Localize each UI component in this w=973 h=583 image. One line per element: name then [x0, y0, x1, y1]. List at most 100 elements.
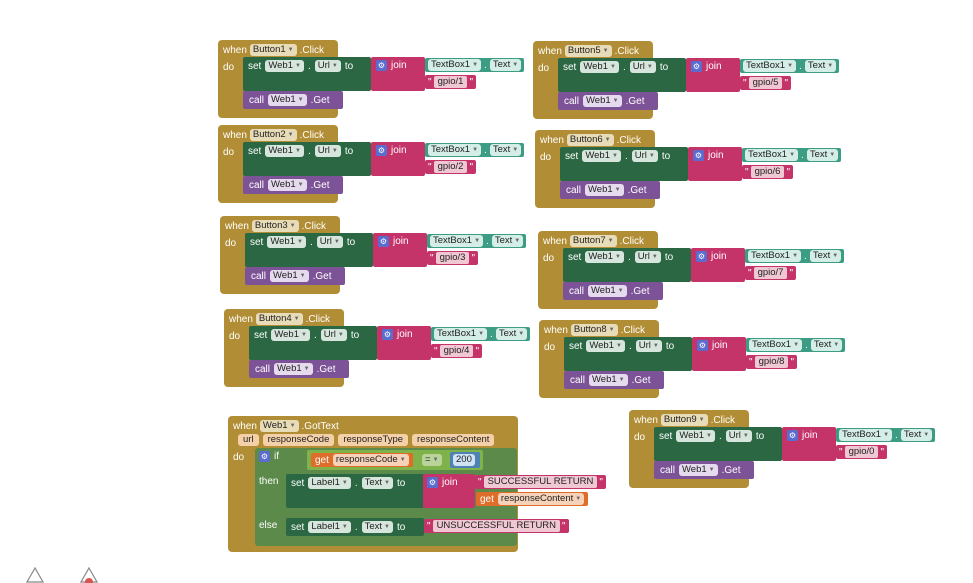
- call-web-get-block[interactable]: call Web1▼ .Get: [564, 371, 664, 389]
- text-prop-dropdown[interactable]: Text▼: [495, 328, 528, 340]
- url-prop-dropdown[interactable]: Url▼: [635, 340, 662, 352]
- web-dropdown[interactable]: Web1▼: [265, 60, 304, 72]
- label-dropdown[interactable]: Label1▼: [308, 521, 351, 533]
- textbox-text-block[interactable]: TextBox1▼ . Text▼: [431, 327, 531, 341]
- web-dropdown[interactable]: Web1▼: [676, 430, 715, 442]
- param-response-code[interactable]: responseCode: [262, 434, 335, 446]
- gpio-path-text-block[interactable]: " gpio/2 ": [425, 160, 477, 174]
- set-web-url-block[interactable]: set Web1▼ . Url▼ to: [243, 142, 371, 176]
- gpio-path-text-block[interactable]: " gpio/1 ": [425, 75, 477, 89]
- call-web-get-block[interactable]: call Web1▼ .Get: [243, 176, 343, 194]
- web-dropdown[interactable]: Web1▼: [585, 251, 624, 263]
- gpio-path-value[interactable]: gpio/3: [435, 252, 470, 264]
- gpio-path-text-block[interactable]: " gpio/5 ": [740, 76, 792, 90]
- text-prop-dropdown[interactable]: Text▼: [489, 144, 522, 156]
- button-dropdown[interactable]: Button7▼: [569, 235, 617, 247]
- textbox-text-block[interactable]: TextBox1▼ . Text▼: [746, 338, 846, 352]
- web-dropdown[interactable]: Web1▼: [268, 94, 307, 106]
- button-click-event-block[interactable]: when Button6▼ .Click do set Web1▼ . Url▼…: [535, 130, 842, 208]
- url-prop-dropdown[interactable]: Url▼: [631, 150, 658, 162]
- set-web-url-block[interactable]: set Web1▼ . Url▼ to: [654, 427, 782, 461]
- gpio-path-text-block[interactable]: " gpio/8 ": [746, 355, 798, 369]
- call-web-get-block[interactable]: call Web1▼ .Get: [654, 461, 754, 479]
- text-prop-dropdown[interactable]: Text▼: [809, 250, 842, 262]
- gpio-path-value[interactable]: gpio/7: [753, 267, 788, 279]
- set-web-url-block[interactable]: set Web1▼ . Url▼ to: [564, 337, 692, 371]
- text-prop-dropdown[interactable]: Text▼: [806, 149, 839, 161]
- join-block[interactable]: ⚙ join: [782, 427, 836, 461]
- textbox-dropdown[interactable]: TextBox1▼: [745, 149, 799, 161]
- url-prop-dropdown[interactable]: Url▼: [320, 329, 347, 341]
- join-block[interactable]: ⚙ join: [688, 147, 742, 181]
- gpio-path-text-block[interactable]: " gpio/4 ": [431, 344, 483, 358]
- fail-text-value[interactable]: UNSUCCESSFUL RETURN: [432, 520, 561, 532]
- text-prop-dropdown[interactable]: Text▼: [361, 521, 393, 533]
- gpio-path-value[interactable]: gpio/5: [748, 77, 783, 89]
- mutator-gear-icon[interactable]: ⚙: [376, 60, 387, 71]
- url-prop-dropdown[interactable]: Url▼: [634, 251, 661, 263]
- number-value[interactable]: 200: [453, 454, 475, 466]
- textbox-dropdown[interactable]: TextBox1▼: [743, 60, 797, 72]
- button-click-event-block[interactable]: when Button4▼ .Click do set Web1▼ . Url▼…: [224, 309, 531, 387]
- textbox-text-block[interactable]: TextBox1▼ . Text▼: [427, 234, 527, 248]
- number-block[interactable]: 200: [450, 452, 480, 468]
- button-click-event-block[interactable]: when Button5▼ .Click do set Web1▼ . Url▼…: [533, 41, 840, 119]
- textbox-text-block[interactable]: TextBox1▼ . Text▼: [836, 428, 936, 442]
- gpio-path-value[interactable]: gpio/8: [754, 356, 789, 368]
- web-dropdown[interactable]: Web1▼: [586, 340, 625, 352]
- set-label-success-block[interactable]: set Label1▼ . Text▼ to: [286, 474, 424, 508]
- url-prop-dropdown[interactable]: Url▼: [314, 145, 341, 157]
- set-web-url-block[interactable]: set Web1▼ . Url▼ to: [558, 58, 686, 92]
- call-web-get-block[interactable]: call Web1▼ .Get: [560, 181, 660, 199]
- text-prop-dropdown[interactable]: Text▼: [804, 60, 837, 72]
- mutator-gear-icon[interactable]: ⚙: [787, 430, 798, 441]
- param-response-content[interactable]: responseContent: [412, 434, 495, 446]
- web-dropdown[interactable]: Web1▼: [585, 184, 624, 196]
- set-web-url-block[interactable]: set Web1▼ . Url▼ to: [245, 233, 373, 267]
- set-web-url-block[interactable]: set Web1▼ . Url▼ to: [560, 147, 688, 181]
- web-dropdown[interactable]: Web1▼: [265, 145, 304, 157]
- mutator-gear-icon[interactable]: ⚙: [691, 61, 702, 72]
- textbox-text-block[interactable]: TextBox1▼ . Text▼: [745, 249, 845, 263]
- button-click-event-block[interactable]: when Button2▼ .Click do set Web1▼ . Url▼…: [218, 125, 525, 203]
- button-click-event-block[interactable]: when Button9▼ .Click do set Web1▼ . Url▼…: [629, 410, 936, 488]
- url-prop-dropdown[interactable]: Url▼: [629, 61, 656, 73]
- call-web-get-block[interactable]: call Web1▼ .Get: [245, 267, 345, 285]
- textbox-dropdown[interactable]: TextBox1▼: [748, 250, 802, 262]
- join-block[interactable]: ⚙ join: [423, 474, 475, 508]
- join-block[interactable]: ⚙ join: [692, 337, 746, 371]
- label-dropdown[interactable]: Label1▼: [308, 477, 351, 489]
- text-prop-dropdown[interactable]: Text▼: [489, 59, 522, 71]
- mutator-gear-icon[interactable]: ⚙: [259, 451, 270, 462]
- gpio-path-value[interactable]: gpio/0: [844, 446, 879, 458]
- set-web-url-block[interactable]: set Web1▼ . Url▼ to: [249, 326, 377, 360]
- call-web-get-block[interactable]: call Web1▼ .Get: [249, 360, 349, 378]
- fail-text-block[interactable]: " UNSUCCESSFUL RETURN ": [424, 519, 569, 533]
- gpio-path-text-block[interactable]: " gpio/3 ": [427, 251, 479, 265]
- gpio-path-value[interactable]: gpio/4: [439, 345, 474, 357]
- response-content-dropdown[interactable]: responseContent▼: [497, 493, 585, 505]
- join-block[interactable]: ⚙ join: [371, 57, 425, 91]
- web-dropdown[interactable]: Web1▼: [274, 363, 313, 375]
- url-prop-dropdown[interactable]: Url▼: [725, 430, 752, 442]
- mutator-gear-icon[interactable]: ⚙: [382, 329, 393, 340]
- button-dropdown[interactable]: Button3▼: [251, 220, 299, 232]
- web-dropdown[interactable]: Web1▼: [583, 95, 622, 107]
- mutator-gear-icon[interactable]: ⚙: [378, 236, 389, 247]
- set-web-url-block[interactable]: set Web1▼ . Url▼ to: [563, 248, 691, 282]
- join-block[interactable]: ⚙ join: [691, 248, 745, 282]
- param-url[interactable]: url: [238, 434, 259, 446]
- button-dropdown[interactable]: Button9▼: [660, 414, 708, 426]
- text-prop-dropdown[interactable]: Text▼: [810, 339, 843, 351]
- get-response-code-block[interactable]: get responseCode▼: [311, 453, 413, 467]
- web-dropdown[interactable]: Web1▼: [268, 179, 307, 191]
- web-dropdown[interactable]: Web1▼: [589, 374, 628, 386]
- textbox-text-block[interactable]: TextBox1▼ . Text▼: [740, 59, 840, 73]
- gpio-path-value[interactable]: gpio/6: [750, 166, 785, 178]
- mutator-gear-icon[interactable]: ⚙: [696, 251, 707, 262]
- text-prop-dropdown[interactable]: Text▼: [491, 235, 524, 247]
- call-web-get-block[interactable]: call Web1▼ .Get: [558, 92, 658, 110]
- web-component-dropdown[interactable]: Web1▼: [259, 420, 299, 432]
- mutator-gear-icon[interactable]: ⚙: [376, 145, 387, 156]
- textbox-text-block[interactable]: TextBox1▼ . Text▼: [425, 143, 525, 157]
